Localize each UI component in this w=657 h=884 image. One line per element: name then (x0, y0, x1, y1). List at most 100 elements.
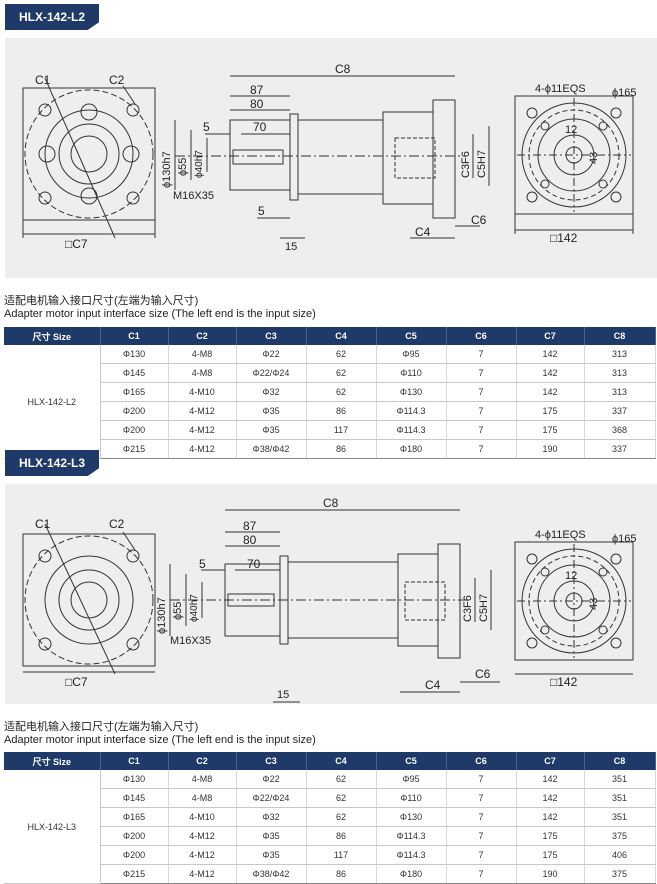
table-cell: Φ200 (100, 826, 169, 846)
table-cell: 142 (516, 770, 585, 789)
table-cell: 175 (516, 845, 585, 865)
col-c6: C6 (446, 327, 517, 345)
table-cell: 4-M8 (168, 770, 237, 789)
table-cell: 337 (584, 439, 656, 459)
label-c8: C8 (323, 496, 339, 510)
label-5a: 5 (203, 120, 210, 134)
table-cell: Φ130 (376, 807, 447, 827)
table-cell: Φ32 (236, 807, 307, 827)
label-87: 87 (250, 83, 264, 97)
table-cell: 4-M10 (168, 382, 237, 402)
table-cell: 142 (516, 382, 585, 402)
label-c3: C3F6 (460, 151, 472, 178)
table-cell: 7 (446, 807, 517, 827)
technical-drawing: C1 C2 □C7 C8 87 80 70 5 5 15 ϕ130h7 ϕ55 … (5, 38, 657, 278)
table-cell: 7 (446, 363, 517, 383)
table-cell: Φ200 (100, 845, 169, 865)
section-l3: HLX-142-L3 (0, 448, 657, 884)
col-c2: C2 (168, 752, 237, 770)
table-cell: 351 (584, 770, 656, 789)
table-cell: Φ114.3 (376, 845, 447, 865)
table-cell: Φ114.3 (376, 401, 447, 421)
table-cell: Φ22 (236, 770, 307, 789)
table-cell: Φ180 (376, 864, 447, 884)
table-cell: 7 (446, 788, 517, 808)
drawing-svg: C1 C2 □C7 C8 87 80 70 5 15 ϕ130h7 ϕ55 ϕ4… (22, 496, 637, 703)
table-cell: 190 (516, 439, 585, 459)
table-cell: Φ35 (236, 420, 307, 440)
table-cell: 62 (306, 807, 377, 827)
col-c6: C6 (446, 752, 517, 770)
technical-drawing: C1 C2 □C7 C8 87 80 70 5 15 ϕ130h7 ϕ55 ϕ4… (5, 484, 657, 704)
label-142: □142 (550, 675, 578, 689)
table-cell: 142 (516, 788, 585, 808)
table-cell: Φ200 (100, 401, 169, 421)
table-cell: Φ145 (100, 363, 169, 383)
model-tag: HLX-142-L2 (5, 4, 99, 30)
col-c3: C3 (236, 327, 307, 345)
table-cell: 4-M12 (168, 864, 237, 884)
table-cell: 4-M8 (168, 363, 237, 383)
label-m16: M16X35 (173, 190, 214, 202)
table-cell: 7 (446, 420, 517, 440)
label-40: ϕ40h7 (189, 594, 200, 622)
table-cell: 62 (306, 382, 377, 402)
label-12: 12 (565, 570, 577, 582)
caption-cn: 适配电机输入接口尺寸(左端为输入尺寸) (4, 295, 199, 307)
table-cell: Φ110 (376, 788, 447, 808)
col-c3: C3 (236, 752, 307, 770)
label-130: ϕ130h7 (156, 597, 168, 634)
table-cell: 190 (516, 864, 585, 884)
size-table: 尺寸 Size C1 C2 C3 C4 C5 C6 C7 C8 HLX-142-… (4, 752, 656, 884)
section-l2: HLX-142-L2 (0, 0, 657, 459)
table-cell: 175 (516, 401, 585, 421)
table-cell: 142 (516, 807, 585, 827)
col-c7: C7 (516, 752, 585, 770)
table-cell: Φ165 (100, 382, 169, 402)
caption-en: Adapter motor input interface size (The … (4, 734, 316, 746)
size-table: 尺寸 Size C1 C2 C3 C4 C5 C6 C7 C8 HLX-142-… (4, 327, 656, 459)
label-c5: C5H7 (478, 594, 490, 622)
caption-cn: 适配电机输入接口尺寸(左端为输入尺寸) (4, 721, 199, 733)
table-cell: Φ110 (376, 363, 447, 383)
table-cell: 351 (584, 807, 656, 827)
table-cell: 7 (446, 826, 517, 846)
caption-en: Adapter motor input interface size (The … (4, 308, 316, 320)
table-cell: 4-M12 (168, 401, 237, 421)
label-c4: C4 (415, 225, 431, 239)
label-70: 70 (253, 120, 267, 134)
table-cell: Φ165 (100, 807, 169, 827)
table-cell: 313 (584, 345, 656, 364)
label-c2: C2 (109, 517, 125, 531)
table-cell: Φ114.3 (376, 826, 447, 846)
table-cell: Φ95 (376, 770, 447, 789)
label-80: 80 (250, 97, 264, 111)
table-cell: 7 (446, 401, 517, 421)
table-cell: Φ22 (236, 345, 307, 364)
table-cell: 7 (446, 770, 517, 789)
label-c7: □C7 (65, 237, 88, 251)
table-cell: 375 (584, 864, 656, 884)
table-cell: Φ38/Φ42 (236, 439, 307, 459)
table-cell: 4-M12 (168, 826, 237, 846)
table-cell: 7 (446, 382, 517, 402)
col-c2: C2 (168, 327, 237, 345)
table-cell: 4-M12 (168, 439, 237, 459)
table-cell: Φ22/Φ24 (236, 788, 307, 808)
table-cell: 7 (446, 439, 517, 459)
table-cell: Φ130 (100, 770, 169, 789)
col-c7: C7 (516, 327, 585, 345)
table-cell: Φ200 (100, 420, 169, 440)
table-cell: Φ22/Φ24 (236, 363, 307, 383)
model-cell: HLX-142-L3 (4, 770, 101, 884)
table-cell: 4-M12 (168, 845, 237, 865)
table-cell: 4-M10 (168, 807, 237, 827)
table-cell: 4-M12 (168, 420, 237, 440)
model-cell: HLX-142-L2 (4, 345, 101, 459)
